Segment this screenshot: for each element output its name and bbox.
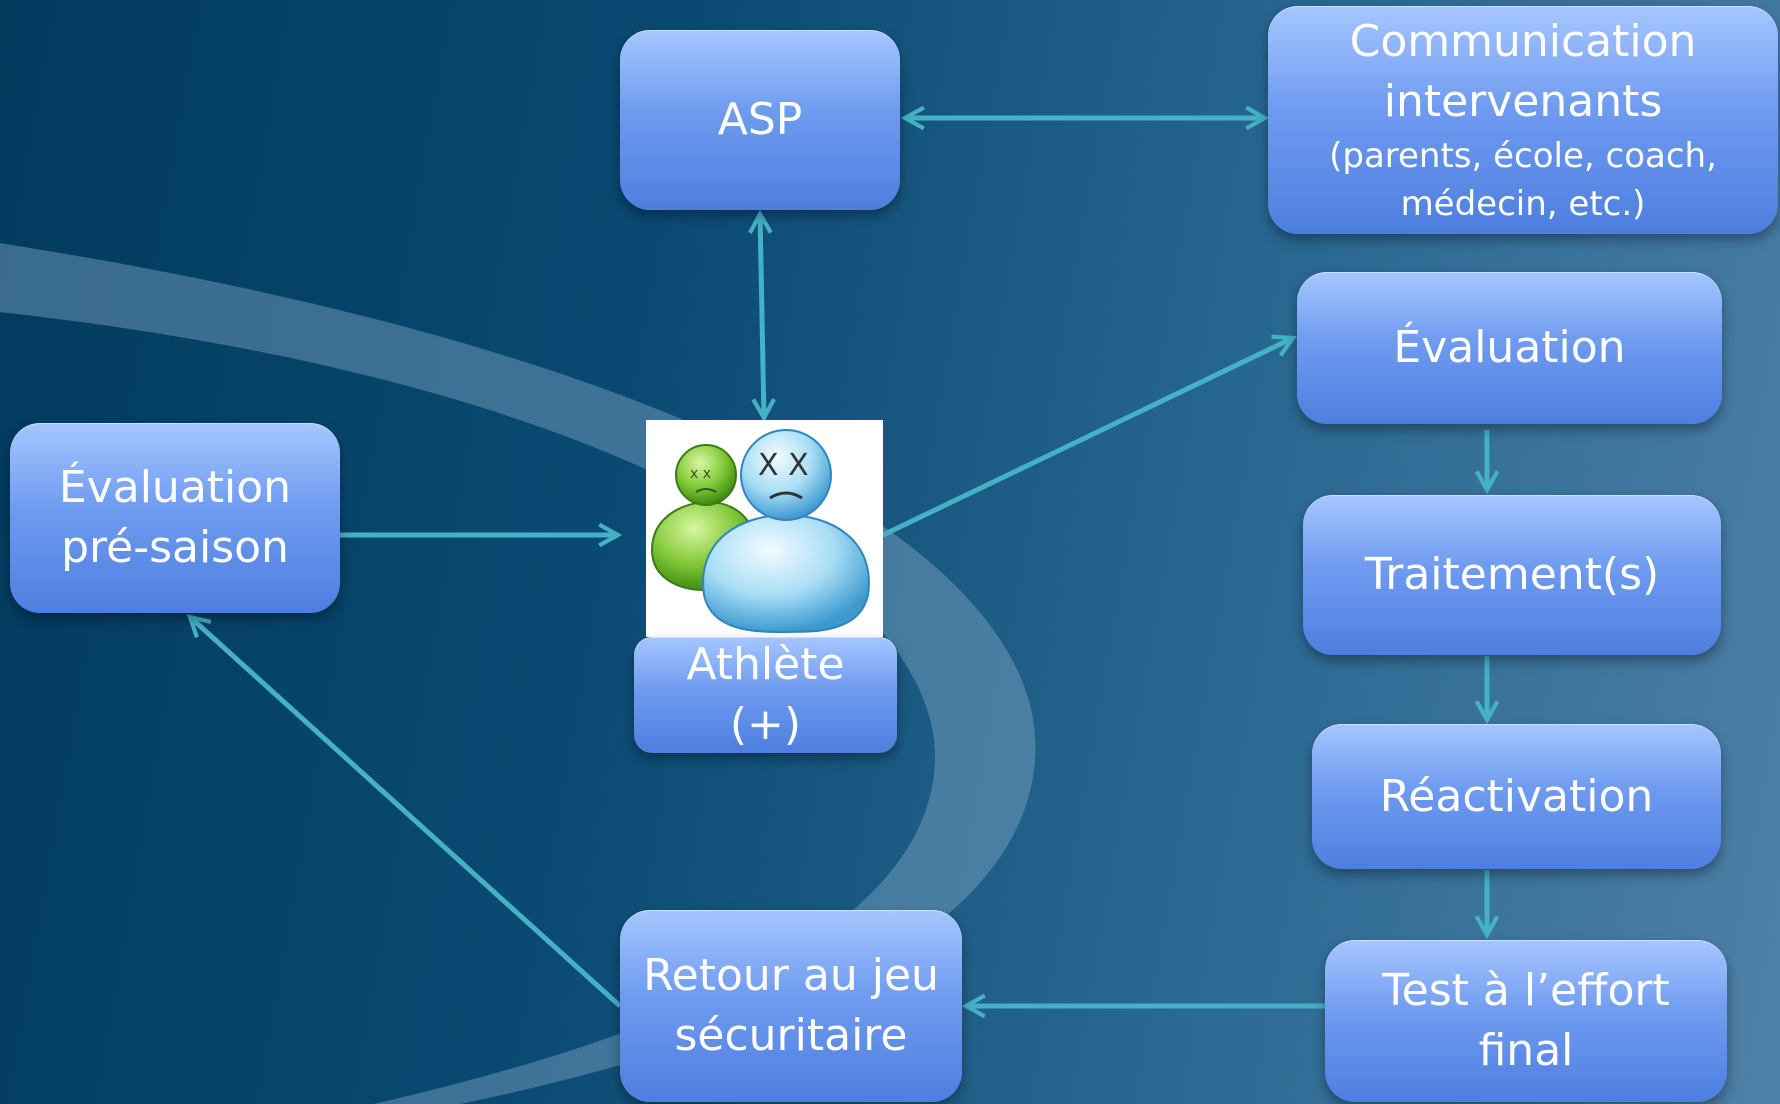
communication-detail-line1: (parents, école, coach, <box>1329 136 1717 176</box>
communication-detail-line2: médecin, etc.) <box>1400 184 1646 224</box>
traitement-label: Traitement(s) <box>1364 549 1660 600</box>
reactivation-box: Réactivation <box>1312 724 1721 869</box>
arrow-asp-athlete <box>760 214 764 418</box>
asp-label: ASP <box>717 94 803 145</box>
arrow-athlete-evaluation <box>881 338 1293 538</box>
evaluation-pre-saison-line2: pré-saison <box>61 522 289 573</box>
test-effort-line1: Test à l’effort <box>1382 965 1670 1016</box>
communication-title-line2: intervenants <box>1383 76 1663 127</box>
svg-text:X X: X X <box>758 448 809 483</box>
test-effort-box: Test à l’effort final <box>1325 940 1727 1102</box>
athlete-box: Athlète (+) <box>634 637 897 753</box>
athlete-label-line1: Athlète <box>686 639 845 690</box>
svg-text:x x: x x <box>690 466 711 482</box>
communication-title-line1: Communication <box>1349 16 1697 67</box>
asp-box: ASP <box>620 30 900 210</box>
reactivation-label: Réactivation <box>1379 770 1654 822</box>
sick-user-blue-icon: X X <box>702 429 870 634</box>
communication-box: Communication intervenants (parents, éco… <box>1268 6 1778 234</box>
athlete-label-line2: (+) <box>729 699 802 750</box>
evaluation-box: Évaluation <box>1297 272 1722 424</box>
evaluation-label: Évaluation <box>1393 322 1626 373</box>
traitement-box: Traitement(s) <box>1303 495 1721 655</box>
evaluation-pre-saison-line1: Évaluation <box>58 462 292 513</box>
arrow-retour-presaison <box>190 617 622 1008</box>
test-effort-line2: final <box>1478 1025 1574 1076</box>
retour-jeu-line2: sécuritaire <box>674 1010 908 1061</box>
athlete-image: x x X X <box>646 420 883 637</box>
retour-jeu-line1: Retour au jeu <box>643 950 939 1001</box>
retour-jeu-box: Retour au jeu sécuritaire <box>620 910 962 1102</box>
evaluation-pre-saison-box: Évaluation pré-saison <box>10 423 340 613</box>
